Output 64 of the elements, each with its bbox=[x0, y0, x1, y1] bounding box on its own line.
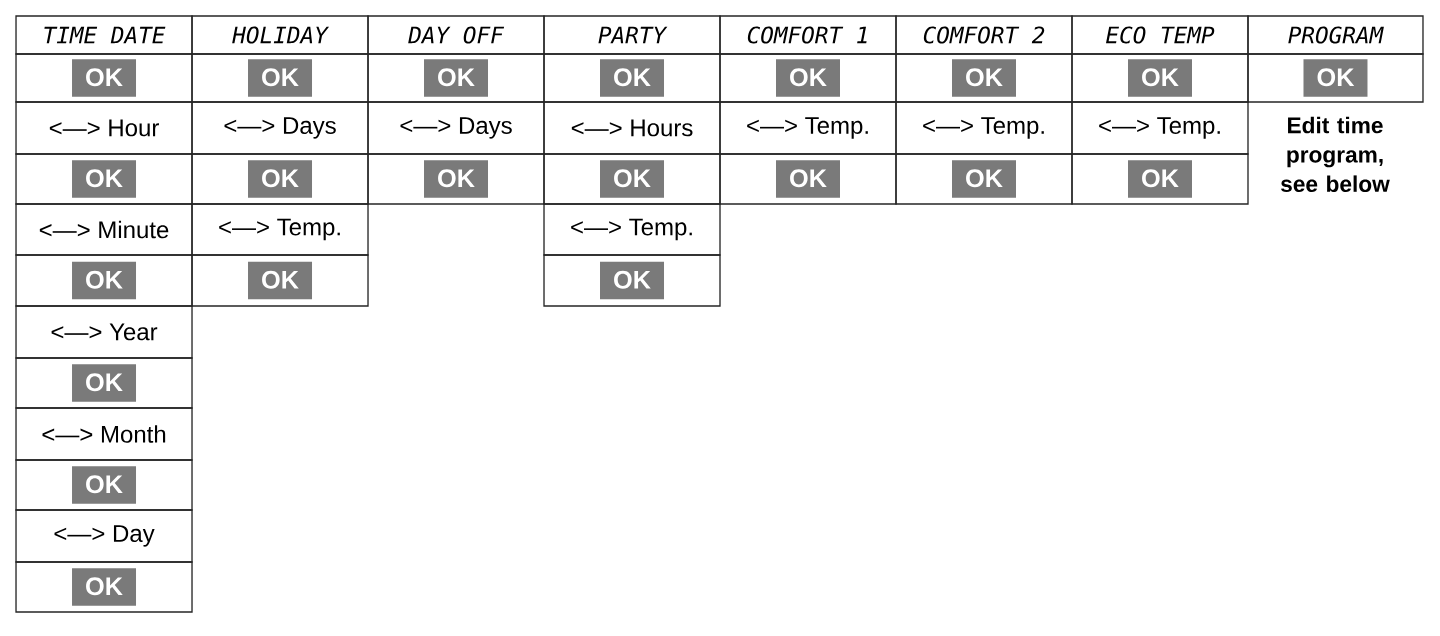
mode-header-cell: DAY OFF bbox=[367, 15, 545, 55]
ok-key: OK bbox=[72, 364, 136, 402]
ok-key: OK bbox=[72, 160, 136, 198]
ok-key-cell bbox=[543, 53, 721, 103]
ok-key-cell bbox=[191, 53, 369, 103]
table-cell: <—> Day bbox=[15, 509, 193, 563]
mode-header-cell: PARTY bbox=[543, 15, 721, 55]
ok-key: OK bbox=[952, 59, 1016, 97]
ok-key: OK bbox=[72, 59, 136, 97]
mode-header-cell: COMFORT 1 bbox=[719, 15, 897, 55]
ok-key: OK bbox=[248, 160, 312, 198]
mode-header-cell: HOLIDAY bbox=[191, 15, 369, 55]
ok-key-cell bbox=[15, 53, 193, 103]
ok-key: OK bbox=[72, 568, 136, 606]
table-cell: <—> Days bbox=[191, 101, 369, 155]
note-text: Edit time program, see below bbox=[1281, 116, 1390, 193]
table-cell: <—> Hour bbox=[15, 101, 193, 155]
ok-key-cell bbox=[1071, 153, 1249, 205]
table-cell: <—> Temp. bbox=[191, 203, 369, 256]
ok-key: OK bbox=[424, 59, 488, 97]
ok-key-cell bbox=[719, 53, 897, 103]
table-cell: <—> Minute bbox=[15, 203, 193, 256]
ok-key-cell bbox=[719, 153, 897, 205]
table-cell: <—> Days bbox=[367, 101, 545, 155]
ok-key: OK bbox=[1128, 59, 1192, 97]
ok-key: OK bbox=[424, 160, 488, 198]
mode-header-cell: ECO TEMP bbox=[1071, 15, 1249, 55]
ok-key: OK bbox=[600, 160, 664, 198]
table-cell: <—> Temp. bbox=[543, 203, 721, 256]
ok-key-cell bbox=[367, 53, 545, 103]
mode-header-cell: PROGRAM bbox=[1247, 15, 1424, 55]
table-cell: <—> Temp. bbox=[895, 101, 1073, 155]
ok-key-cell bbox=[15, 254, 193, 307]
ok-key: OK bbox=[72, 261, 136, 300]
ok-key-cell bbox=[543, 153, 721, 205]
ok-key: OK bbox=[600, 261, 664, 300]
ok-key-cell bbox=[15, 357, 193, 409]
ok-key: OK bbox=[952, 160, 1016, 198]
ok-key: OK bbox=[248, 59, 312, 97]
ok-key-cell bbox=[1071, 53, 1249, 103]
table-cell: <—> Year bbox=[15, 305, 193, 359]
ok-key-cell bbox=[15, 561, 193, 613]
ok-key: OK bbox=[776, 59, 840, 97]
ok-key-cell bbox=[191, 254, 369, 307]
ok-key: OK bbox=[600, 59, 664, 97]
table-cell: <—> Temp. bbox=[719, 101, 897, 155]
mode-header-cell: COMFORT 2 bbox=[895, 15, 1073, 55]
ok-key-cell bbox=[367, 153, 545, 205]
ok-key: OK bbox=[248, 261, 312, 300]
ok-key: OK bbox=[72, 466, 136, 504]
ok-key: OK bbox=[776, 160, 840, 198]
ok-key-cell bbox=[543, 254, 721, 307]
ok-key: OK bbox=[1128, 160, 1192, 198]
ok-key-cell bbox=[1247, 53, 1424, 103]
mode-header-cell: TIME DATE bbox=[15, 15, 193, 55]
ok-key-cell bbox=[15, 153, 193, 205]
ok-key-cell bbox=[895, 53, 1073, 103]
ok-key-cell bbox=[895, 153, 1073, 205]
ok-key-cell bbox=[15, 459, 193, 511]
table-cell: <—> Temp. bbox=[1071, 101, 1249, 155]
table-cell: <—> Month bbox=[15, 407, 193, 461]
ok-key: OK bbox=[1303, 59, 1368, 97]
ok-key-cell bbox=[191, 153, 369, 205]
table-cell: <—> Hours bbox=[543, 101, 721, 155]
